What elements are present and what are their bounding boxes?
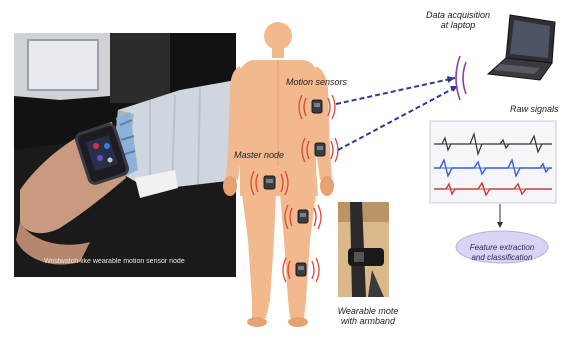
human-body [223, 22, 334, 327]
sensor-icon [312, 100, 322, 113]
data-acquisition-line-1: Data acquisition [426, 10, 490, 20]
sensor-icon [298, 210, 308, 223]
sensor-icon [296, 263, 306, 276]
wearable-mote-line-1: Wearable mote [336, 306, 400, 316]
wearable-mote-photo [338, 202, 389, 297]
sensor-icon [264, 176, 275, 189]
feature-extraction-line-2: and classification [462, 253, 542, 263]
data-acquisition-line-2: at laptop [426, 20, 490, 30]
arrow-down-icon [497, 204, 503, 228]
data-acquisition-label: Data acquisition at laptop [426, 10, 490, 30]
laptop-icon [488, 15, 555, 80]
raw-signals-panel [430, 121, 556, 203]
wearable-mote-line-2: with armband [336, 316, 400, 326]
master-node-label: Master node [234, 150, 284, 160]
wearable-mote-label: Wearable mote with armband [336, 306, 400, 326]
motion-sensors-label: Motion sensors [286, 77, 347, 87]
photo-caption: Wristwatch-like wearable motion sensor n… [44, 258, 234, 265]
feature-extraction-label: Feature extraction and classification [462, 243, 542, 263]
feature-extraction-line-1: Feature extraction [462, 243, 542, 253]
raw-signals-label: Raw signals [510, 104, 559, 114]
wireless-wave-icon [456, 56, 466, 100]
sensor-icon [315, 143, 325, 156]
wrist-photo [14, 33, 236, 277]
